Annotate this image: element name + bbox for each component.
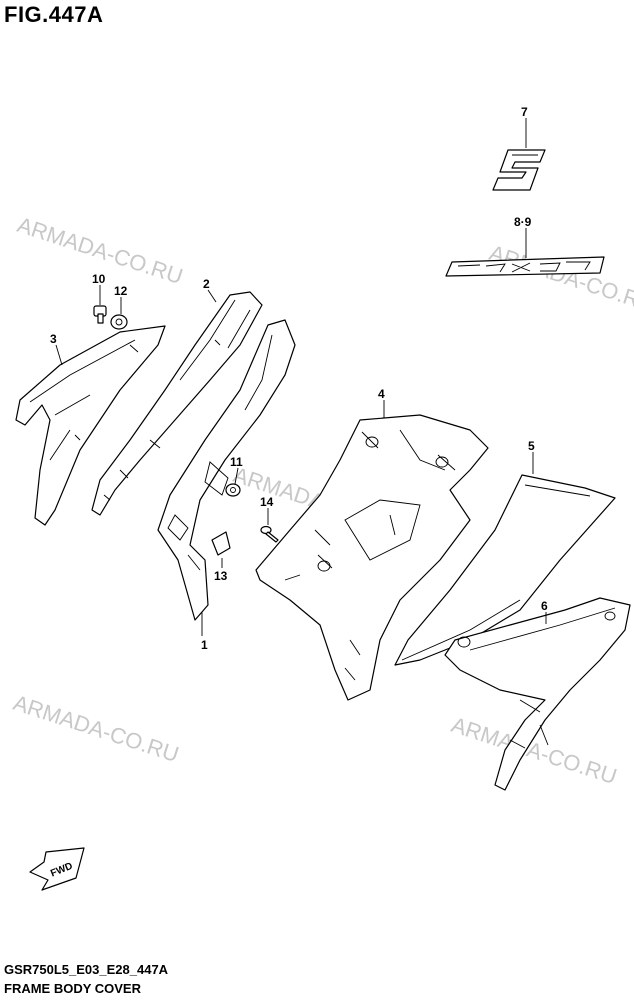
callout-5: 5 xyxy=(528,439,535,453)
callout-3: 3 xyxy=(50,332,57,346)
part-14-screw[interactable] xyxy=(260,525,279,543)
leader-line xyxy=(207,289,217,303)
callout-13: 13 xyxy=(214,569,228,583)
part-13-cushion[interactable] xyxy=(211,531,231,556)
part-2-panel[interactable] xyxy=(91,291,263,516)
callout-11: 11 xyxy=(230,455,243,469)
callout-6: 6 xyxy=(541,599,548,613)
part-4-frame-cover[interactable] xyxy=(255,414,489,701)
callout-14: 14 xyxy=(260,495,274,509)
leader-line xyxy=(234,467,239,485)
part-6-cover[interactable] xyxy=(444,597,631,791)
figure-title: FIG.447A xyxy=(4,2,104,27)
callout-2: 2 xyxy=(203,277,210,291)
part-1-cover[interactable] xyxy=(157,319,296,621)
part-7-emblem[interactable] xyxy=(492,149,546,191)
part-3-cover[interactable] xyxy=(15,325,166,526)
part-11-grommet[interactable] xyxy=(225,483,241,497)
callout-8-9: 8·9 xyxy=(514,215,532,229)
callout-1: 1 xyxy=(201,638,208,652)
diagram-code: GSR750L5_E03_E28_447A xyxy=(4,962,169,977)
part-5-panel[interactable] xyxy=(394,474,616,666)
callout-7: 7 xyxy=(521,105,528,119)
part-10-bolt[interactable] xyxy=(93,305,107,324)
diagram-title: FRAME BODY COVER xyxy=(4,981,141,996)
part-8-9-decal[interactable] xyxy=(445,256,605,277)
fwd-arrow-icon: FWD xyxy=(29,847,85,891)
callout-12: 12 xyxy=(114,284,128,298)
callout-10: 10 xyxy=(92,272,106,286)
part-12-grommet[interactable] xyxy=(110,314,128,330)
leader-line xyxy=(55,344,63,366)
callout-4: 4 xyxy=(378,387,385,401)
